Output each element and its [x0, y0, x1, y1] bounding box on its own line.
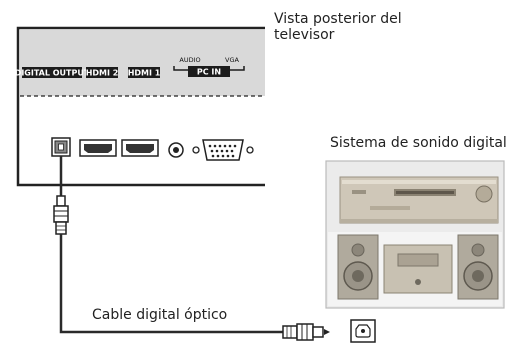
audio-jack [168, 142, 184, 158]
optical-cable [53, 156, 376, 343]
hdmi1-label-bg [128, 67, 160, 78]
vga-port [192, 139, 254, 161]
speakers-and-player [328, 232, 502, 306]
tv-ports [51, 137, 254, 161]
hdmi2-label: HDMI 2 [86, 69, 119, 78]
receiver-unit [339, 176, 499, 224]
tv-port-panel [20, 30, 265, 96]
digital-output-label-bg [22, 67, 82, 78]
tv-outline [16, 26, 265, 187]
pc-in-label-bg [188, 66, 230, 77]
port-labels: DIGITAL OUTPUT HDMI 2 HDMI 1 AUDIO VGA P… [15, 56, 245, 78]
digital-output-label: DIGITAL OUTPUT [15, 69, 90, 78]
cable-plug-tv [53, 195, 69, 235]
tv-caption-line1: Vista posterior del [274, 11, 402, 27]
optical-input-port [350, 319, 376, 343]
hdmi2-label-bg [86, 67, 118, 78]
tv-rear-caption: Vista posterior del televisor [274, 11, 402, 43]
sound-system-image [325, 160, 505, 309]
cable-caption: Cable digital óptico [92, 307, 228, 323]
cable-plug-sound-system [282, 323, 330, 341]
tv-rear-panel [16, 26, 265, 187]
pc-in-label: PC IN [197, 68, 221, 77]
audio-label: AUDIO [179, 56, 200, 64]
hdmi2-port [79, 139, 117, 157]
sound-system-caption: Sistema de sonido digital [330, 135, 507, 151]
hdmi1-port [121, 139, 159, 157]
vga-label: VGA [225, 56, 239, 64]
tv-caption-line2: televisor [274, 27, 335, 43]
hdmi1-label: HDMI 1 [128, 69, 161, 78]
optical-port [51, 137, 71, 157]
